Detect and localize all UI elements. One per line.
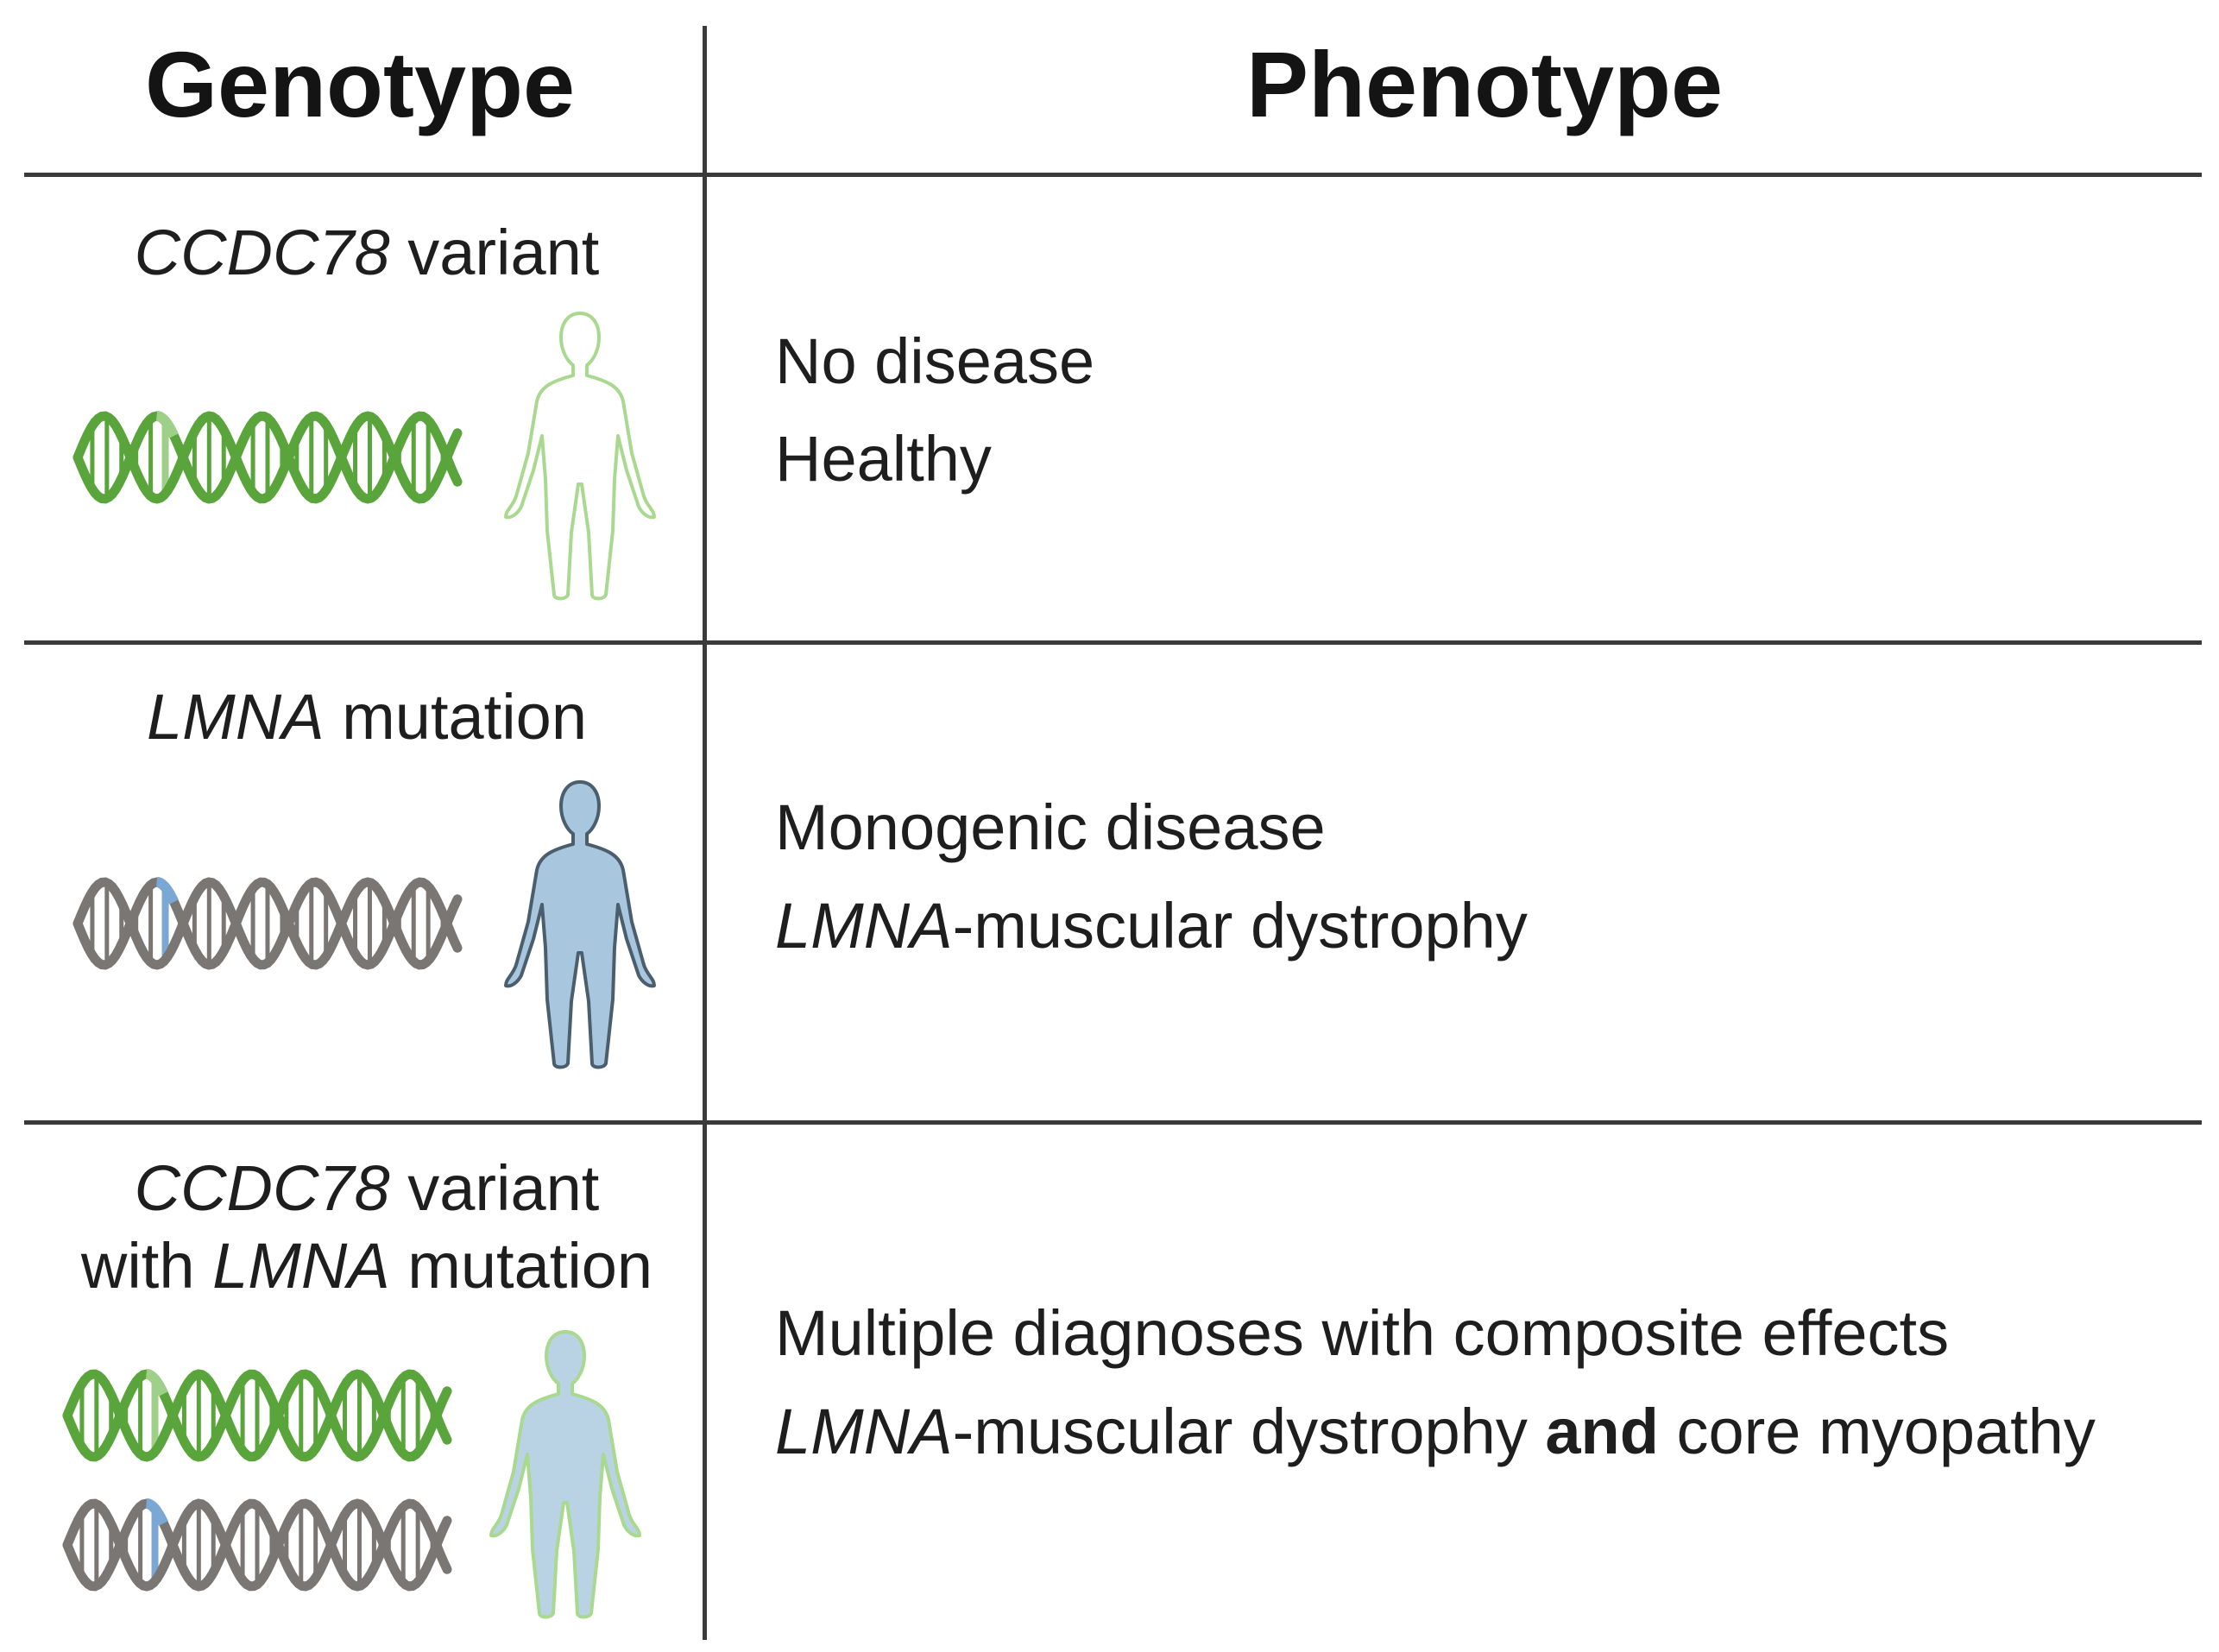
dna-mutation-highlight <box>155 877 179 905</box>
genotype-suffix: mutation <box>324 681 587 753</box>
gene-name-lmna: LMNA <box>212 1230 390 1302</box>
gene-name-lmna: LMNA <box>147 681 325 753</box>
row2-genotype-label: LMNA mutation <box>35 685 699 749</box>
dna-backbone <box>62 1369 452 1462</box>
row1-phenotype-line2: Healthy <box>775 423 992 495</box>
gene-name-lmna: LMNA <box>775 1396 953 1467</box>
dna-mutation-highlight <box>155 411 179 438</box>
row3-genotype-label-line1: CCDC78 variant <box>35 1157 699 1220</box>
phenotype-suffix: -muscular dystrophy <box>952 890 1528 962</box>
dna-backbone <box>72 877 463 970</box>
dna-grey-icon <box>72 877 463 970</box>
phenotype-middle: -muscular dystrophy <box>952 1396 1546 1467</box>
header-divider <box>24 173 2202 177</box>
row3-phenotype-line1: Multiple diagnoses with composite effect… <box>775 1297 1950 1369</box>
dna-grey-icon <box>62 1498 452 1592</box>
dna-mutation-highlight <box>145 1369 168 1397</box>
dna-backbone <box>72 411 463 504</box>
gene-name-lmna: LMNA <box>775 890 953 962</box>
row-divider-1 <box>24 640 2202 645</box>
dna-green-icon <box>72 411 463 504</box>
genotype-suffix: mutation <box>389 1230 653 1302</box>
genotype-prefix: with <box>80 1230 213 1302</box>
dna-backbone <box>62 1498 452 1592</box>
dna-mutation-highlight <box>145 1498 168 1526</box>
row1-phenotype-line1: No disease <box>775 325 1095 397</box>
row1-genotype-label: CCDC78 variant <box>35 221 699 285</box>
human-filled-light-blue-icon <box>489 1330 641 1619</box>
genotype-suffix: variant <box>389 1152 600 1224</box>
human-filled-blue-icon <box>504 780 656 1069</box>
genotype-header: Genotype <box>145 32 576 136</box>
row3-genotype-label-line2: with LMNA mutation <box>35 1234 699 1298</box>
human-outline-icon <box>504 312 656 601</box>
phenotype-emphasis: and <box>1545 1396 1659 1467</box>
row3-phenotype-line2: LMNA-muscular dystrophy and core myopath… <box>775 1400 2096 1464</box>
phenotype-suffix: core myopathy <box>1658 1396 2096 1467</box>
row2-phenotype-line1: Monogenic disease <box>775 791 1326 863</box>
row-divider-2 <box>24 1120 2202 1125</box>
row2-phenotype-line2: LMNA-muscular dystrophy <box>775 894 1528 958</box>
genotype-suffix: variant <box>389 217 600 288</box>
dna-green-icon <box>62 1369 452 1462</box>
gene-name-ccdc78: CCDC78 <box>134 1152 390 1224</box>
gene-name-ccdc78: CCDC78 <box>134 217 390 288</box>
phenotype-header: Phenotype <box>1246 32 1724 136</box>
column-divider <box>703 26 707 1640</box>
